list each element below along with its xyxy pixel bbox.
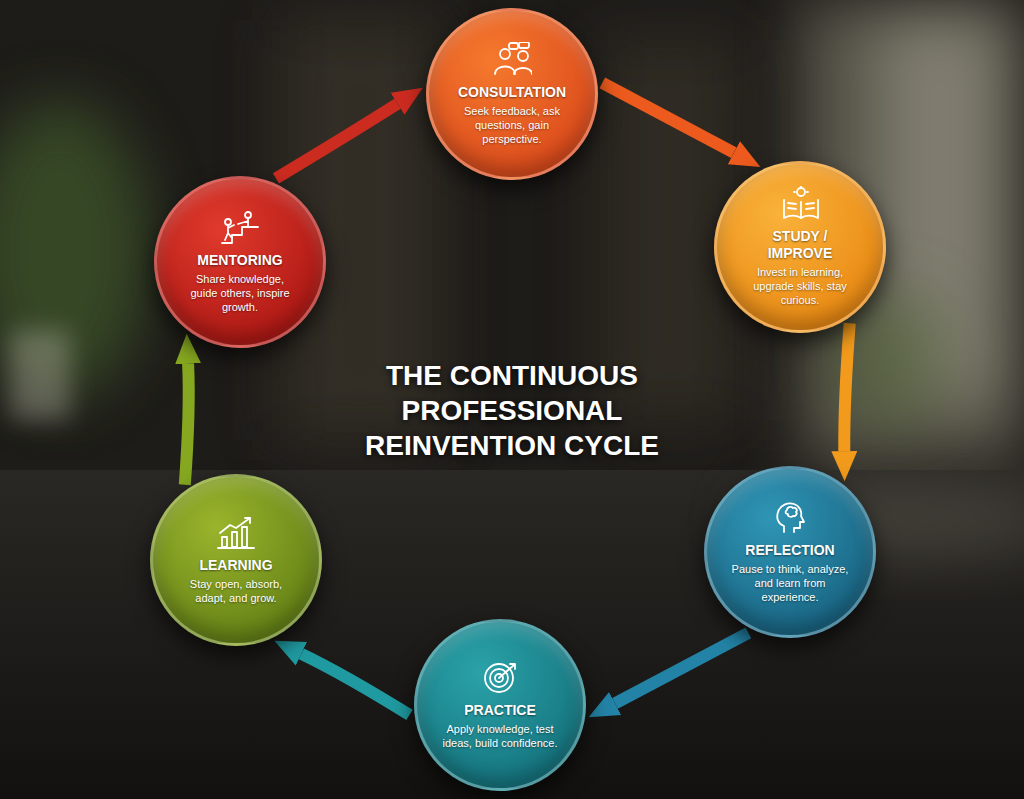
circle-content: STUDY / IMPROVE Invest in learning, upgra… [742,186,859,307]
node-heading: PRACTICE [464,702,536,718]
node-heading: STUDY / IMPROVE [742,228,859,260]
node-icon [480,660,520,696]
cycle-circle: PRACTICE Apply knowledge, test ideas, bui… [414,619,586,791]
node-description: Invest in learning, upgrade skills, stay… [742,265,859,308]
node-icon [492,42,532,78]
node-description: Apply knowledge, test ideas, build confi… [442,722,559,751]
node-icon [780,186,820,222]
circle-content: CONSULTATION Seek feedback, ask questions… [454,42,571,147]
node-description: Seek feedback, ask questions, gain persp… [454,104,571,147]
circle-content: PRACTICE Apply knowledge, test ideas, bui… [442,660,559,751]
cycle-arrow [301,654,409,715]
cycle-arrow [185,364,189,485]
plant-pot [10,330,70,420]
cycle-circle: CONSULTATION Seek feedback, ask questions… [426,8,598,180]
node-heading: LEARNING [199,557,272,573]
cycle-circle: MENTORING Share knowledge, guide others, … [154,176,326,348]
node-icon [770,500,810,536]
cycle-circle: REFLECTION Pause to think, analyze, and l… [704,466,876,638]
node-heading: MENTORING [197,252,282,268]
circle-content: LEARNING Stay open, absorb, adapt, and gr… [178,515,295,606]
cycle-arrow [615,633,748,704]
cycle-circle: LEARNING Stay open, absorb, adapt, and gr… [150,474,322,646]
node-description: Stay open, absorb, adapt, and grow. [178,577,295,606]
diagram-title: THE CONTINUOUS PROFESSIONAL REINVENTION … [322,358,702,463]
circle-content: REFLECTION Pause to think, analyze, and l… [732,500,849,605]
cycle-arrow [844,323,849,451]
cycle-arrow [602,83,734,153]
cycle-arrow [276,104,398,179]
node-description: Share knowledge, guide others, inspire g… [182,272,299,315]
node-description: Pause to think, analyze, and learn from … [732,562,849,605]
cycle-circle: STUDY / IMPROVE Invest in learning, upgra… [714,161,886,333]
circle-content: MENTORING Share knowledge, guide others, … [182,210,299,315]
node-heading: CONSULTATION [458,84,566,100]
node-icon [220,210,260,246]
node-heading: REFLECTION [745,542,834,558]
node-icon [216,515,256,551]
